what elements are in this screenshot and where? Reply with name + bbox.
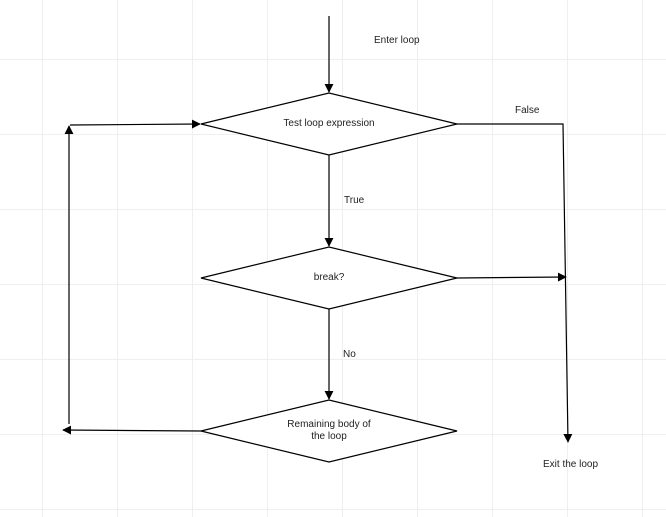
enter-loop-label: Enter loop <box>374 35 420 46</box>
true-label: True <box>344 195 365 206</box>
no-label: No <box>343 349 356 360</box>
remaining-body-diamond[interactable] <box>200 399 458 463</box>
loop-back-right-arrow <box>69 119 201 129</box>
break-exit-arrow <box>456 272 567 282</box>
remaining-body-label: Remaining body of the loop <box>249 419 409 443</box>
remaining-body-line-1: Remaining body of <box>287 419 371 430</box>
test-loop-expression-label: Test loop expression <box>283 118 375 129</box>
break-label: break? <box>313 272 345 283</box>
loop-back-left-arrow <box>62 425 202 435</box>
exit-loop-label: Exit the loop <box>543 459 599 470</box>
remaining-body-line-2: the loop <box>311 431 347 442</box>
false-exit-arrow <box>457 123 573 443</box>
false-label: False <box>515 105 540 116</box>
